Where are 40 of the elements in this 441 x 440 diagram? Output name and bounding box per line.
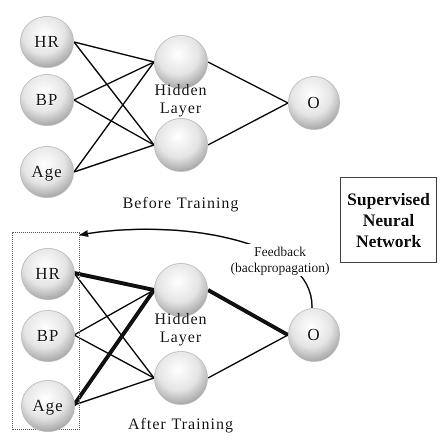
node-label: BP: [36, 326, 60, 346]
caption-text: After Training: [128, 416, 234, 434]
node-label: HR: [34, 32, 60, 52]
connection-line: [74, 99, 154, 146]
connection-line: [74, 271, 154, 292]
title-text: Supervised Neural Network: [346, 188, 431, 252]
hidden-node-sphere: [154, 351, 208, 405]
node-label: O: [307, 325, 321, 345]
node-label: HR: [35, 264, 61, 284]
connection-line: [74, 61, 154, 101]
connection-line: [74, 377, 154, 406]
hidden-node-sphere: [154, 118, 208, 172]
input-node-sphere: [20, 16, 74, 68]
caption-text: Before Training: [122, 195, 240, 213]
node-label: O: [307, 93, 321, 113]
connection-line: [72, 288, 156, 406]
node-label: Age: [31, 162, 63, 182]
input-group-box: [12, 232, 80, 430]
input-node-sphere: [21, 248, 75, 300]
title-box: [340, 177, 437, 263]
layer-label: Hidden Layer: [153, 82, 209, 118]
node-label: BP: [36, 90, 58, 110]
input-node-sphere: [288, 308, 340, 362]
connection-line: [73, 42, 155, 146]
connection-line: [207, 288, 289, 337]
connection-line: [208, 102, 288, 146]
layer-label: Hidden Layer: [153, 311, 209, 347]
input-node-sphere: [21, 310, 75, 362]
connection-line: [74, 334, 154, 379]
input-node-sphere: [21, 380, 75, 432]
connection-line: [208, 334, 288, 379]
connection-line: [73, 62, 155, 172]
input-node-sphere: [288, 76, 340, 130]
connection-line: [73, 272, 155, 378]
connection-line: [208, 61, 288, 104]
input-node-sphere: [20, 146, 74, 198]
input-node-sphere: [20, 74, 74, 126]
node-label: Age: [32, 396, 64, 416]
connection-line: [74, 144, 154, 173]
connection-line: [74, 41, 154, 63]
